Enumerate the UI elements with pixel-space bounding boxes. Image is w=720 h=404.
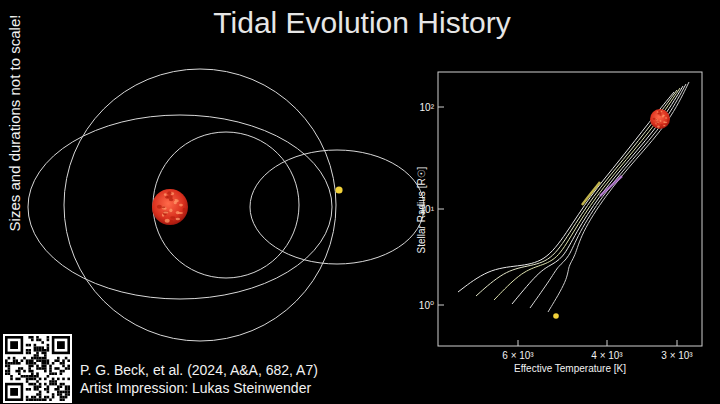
plot-frame xyxy=(438,72,702,346)
axis-title: Effective Temperature [K] xyxy=(514,363,626,374)
tick-label: 6 × 10³ xyxy=(502,350,533,361)
star-marker xyxy=(650,109,670,129)
hr-plot xyxy=(438,72,702,346)
track-dot xyxy=(553,313,559,319)
tick-label: 10⁰ xyxy=(419,300,434,311)
tick-label: 10² xyxy=(420,102,434,113)
tick-label: 3 × 10³ xyxy=(661,350,692,361)
tick-label: 10¹ xyxy=(420,204,434,215)
credit: Artist Impression: Lukas Steinwender xyxy=(80,381,311,396)
scale-note: Sizes and durations not to scale! xyxy=(7,15,24,232)
qr-code xyxy=(3,334,72,403)
axis-ticks xyxy=(438,107,677,346)
giant-star xyxy=(152,189,188,225)
evolution-tracks xyxy=(458,82,689,312)
companion-dot xyxy=(335,186,342,193)
page-title: Tidal Evolution History xyxy=(213,6,510,39)
citation: P. G. Beck, et al. (2024, A&A, 682, A7) xyxy=(80,363,318,378)
orbit-paths xyxy=(28,69,424,341)
tick-label: 4 × 10³ xyxy=(591,350,622,361)
